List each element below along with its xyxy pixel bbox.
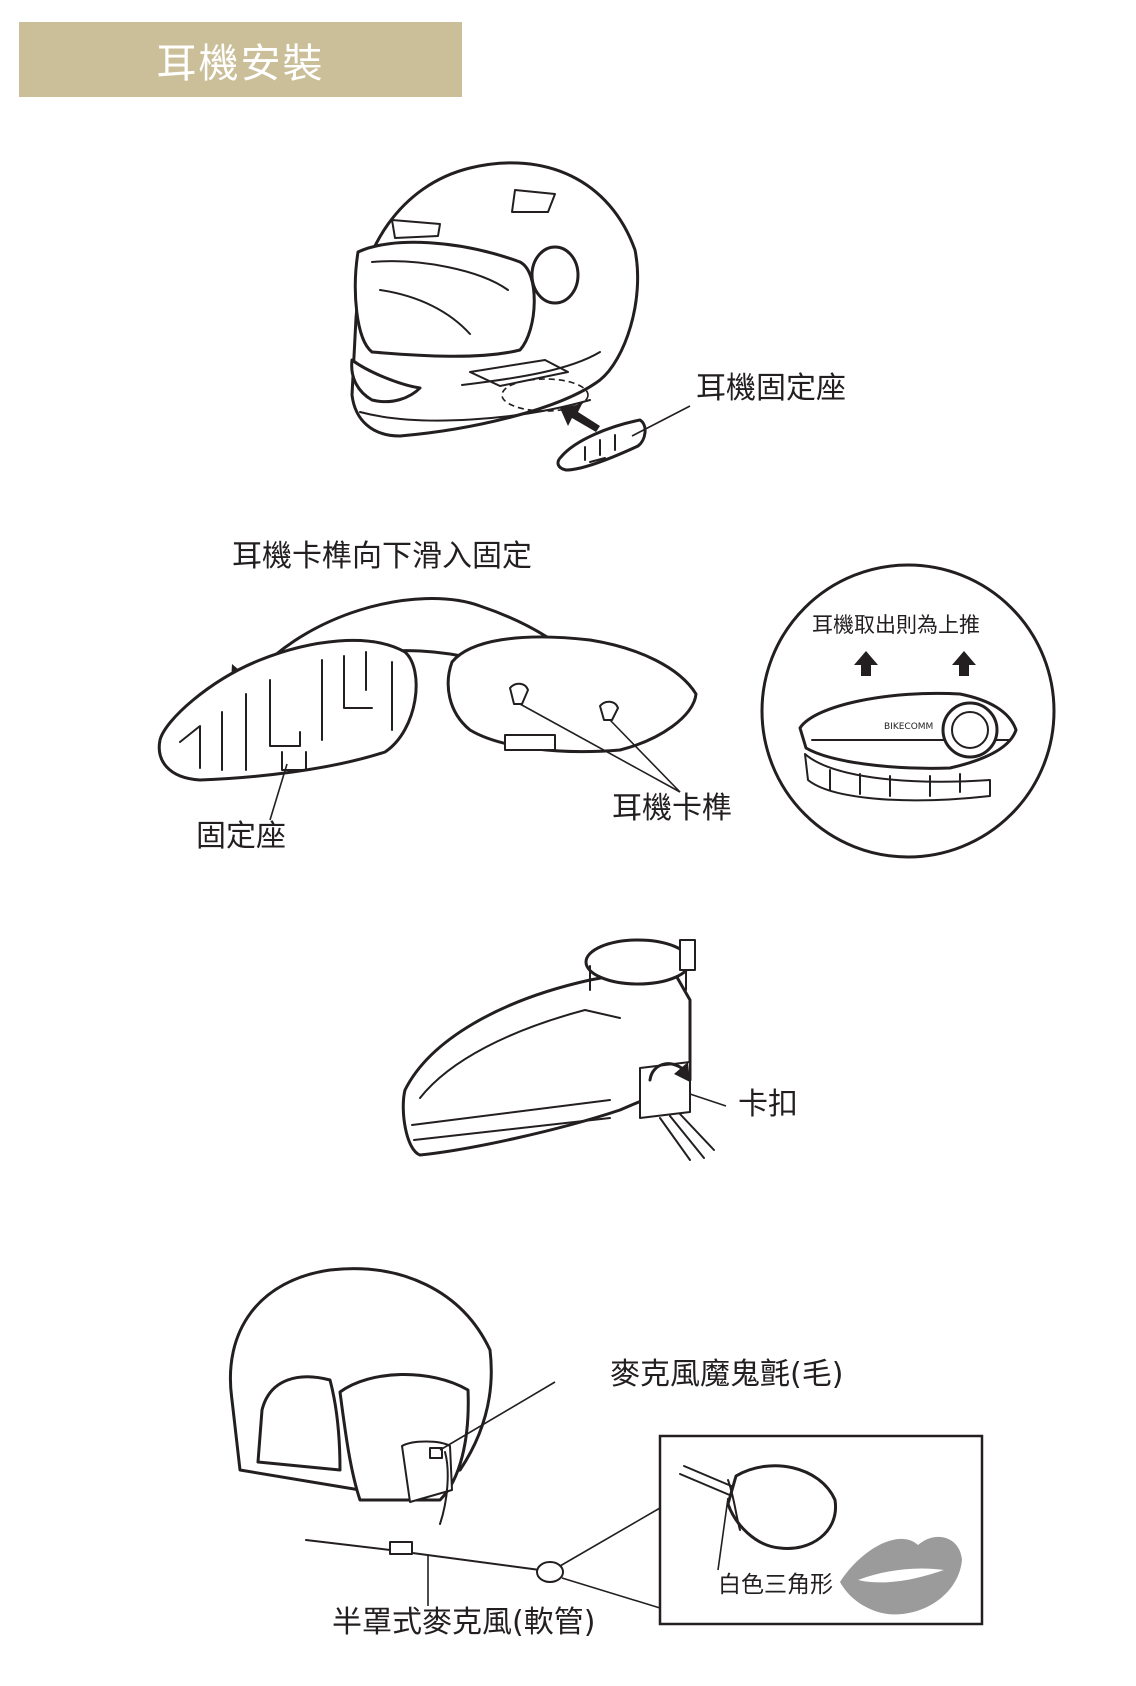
rotate-arrow-head bbox=[674, 1062, 690, 1082]
headset-side-view bbox=[401, 938, 715, 1161]
base-leader-line bbox=[269, 763, 288, 821]
up-arrow-icon bbox=[854, 651, 878, 676]
triangle-label: 白色三角形 bbox=[718, 1572, 833, 1598]
velcro-leader-line bbox=[439, 1381, 556, 1451]
latch-leader-b bbox=[609, 719, 681, 793]
boom-mic bbox=[305, 1539, 564, 1583]
full-face-helmet-illustration bbox=[350, 161, 640, 438]
clip-leader-line bbox=[689, 1093, 727, 1107]
clip-label: 卡扣 bbox=[738, 1087, 798, 1122]
open-face-helmet-illustration bbox=[229, 1267, 493, 1525]
mount-label: 耳機固定座 bbox=[696, 371, 846, 406]
latch-leader-a bbox=[519, 703, 681, 793]
mount-base-small bbox=[556, 418, 647, 472]
headset-unit-back bbox=[446, 635, 698, 754]
inset-circle bbox=[760, 563, 1056, 859]
mount-arrow bbox=[560, 404, 600, 432]
rotate-arrow-icon bbox=[648, 1062, 686, 1082]
mic-label: 半罩式麥克風(軟管) bbox=[332, 1605, 596, 1640]
latch-label: 耳機卡榫 bbox=[612, 791, 732, 826]
slide-instruction: 耳機卡榫向下滑入固定 bbox=[232, 539, 532, 574]
mount-base-large bbox=[157, 638, 418, 782]
mic-detail-box bbox=[658, 1434, 984, 1626]
velcro-label: 麥克風魔鬼氈(毛) bbox=[610, 1357, 844, 1392]
inset-note: 耳機取出則為上推 bbox=[812, 613, 980, 637]
section-header: 耳機安裝 bbox=[19, 22, 462, 97]
page-title: 耳機安裝 bbox=[156, 40, 325, 87]
brand-text: BIKECOMM bbox=[884, 722, 934, 732]
mount-leader-line bbox=[631, 405, 691, 437]
base-label: 固定座 bbox=[196, 819, 286, 854]
up-arrow-icon bbox=[952, 651, 976, 676]
mic-detail-leader-a bbox=[559, 1507, 661, 1567]
mic-detail-leader-b bbox=[561, 1577, 661, 1609]
